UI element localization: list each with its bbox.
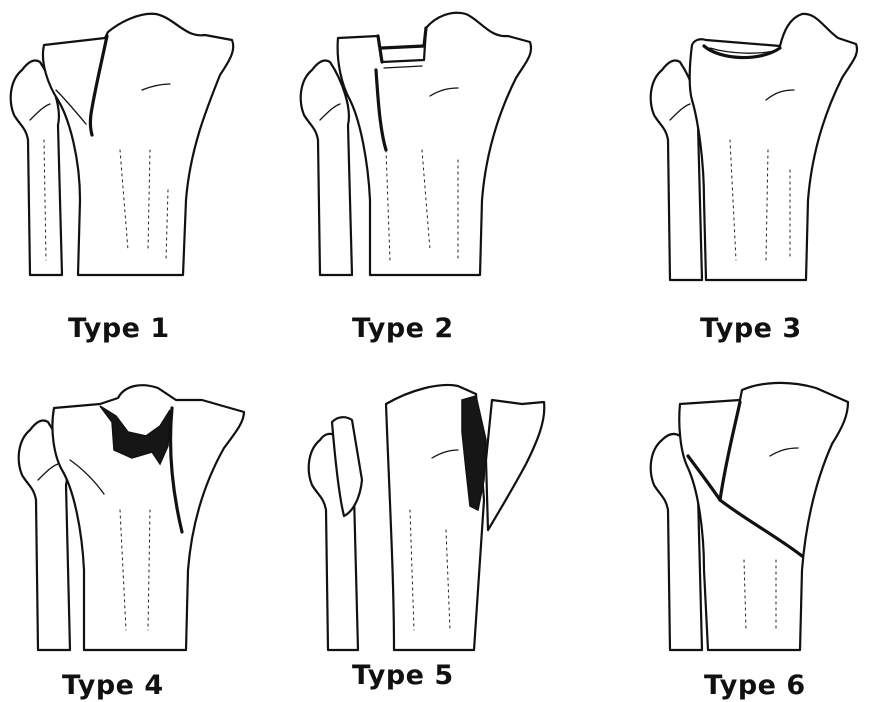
tibia-fracture-type-1-illustration [0,0,290,350]
tibia-fracture-type-2-illustration [290,0,580,350]
caption-type-6: Type 6 [704,670,806,701]
panel-type-4: Type 4 [0,360,290,702]
panel-type-5: Type 5 [290,360,580,702]
caption-type-3: Type 3 [700,313,802,344]
panel-type-3: Type 3 [580,0,877,350]
tibia-fracture-type-5-illustration [290,360,580,702]
tibia-fracture-type-3-illustration [580,0,877,350]
panel-type-2: Type 2 [290,0,580,350]
panel-type-1: Type 1 [0,0,290,350]
tibia-fracture-type-6-illustration [580,360,877,702]
caption-type-2: Type 2 [352,313,454,344]
panel-type-6: Type 6 [580,360,877,702]
caption-type-1: Type 1 [68,313,170,344]
tibia-fracture-type-4-illustration [0,360,290,702]
caption-type-4: Type 4 [62,670,164,701]
caption-type-5: Type 5 [352,660,454,691]
